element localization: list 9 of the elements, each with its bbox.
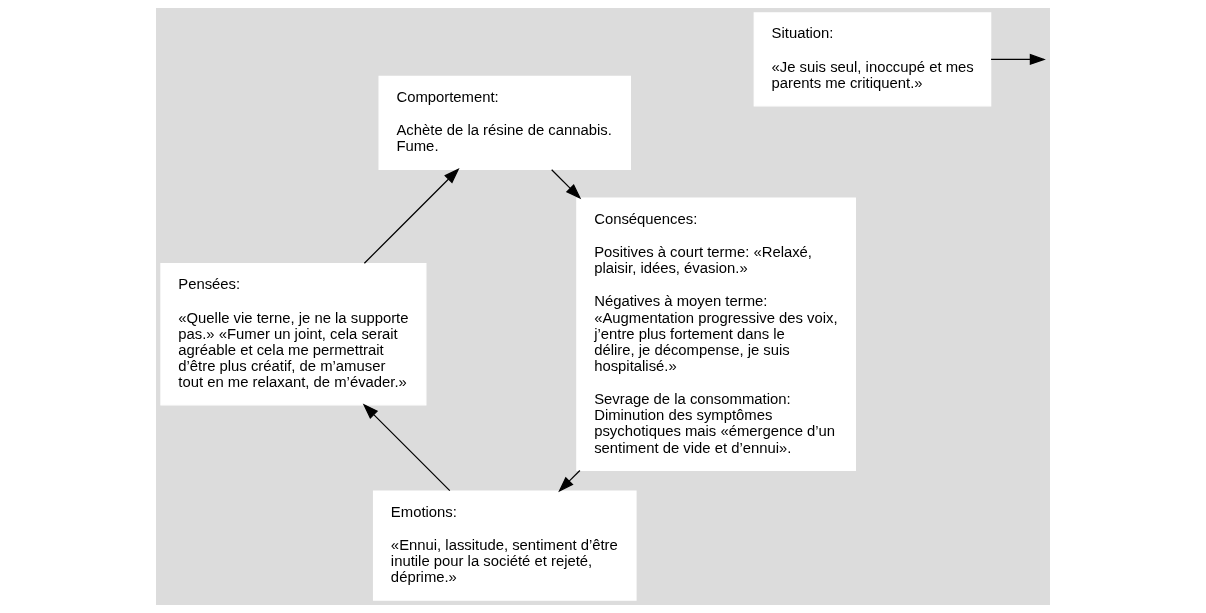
node-box: Pensées: «Quelle vie terne, je ne la supporte pas.» «Fumer un joint, cela serait agréable et cela me permettrait d’être plus créatif, de m’amuser tout en me relaxant, de m’évader.» (160, 263, 427, 406)
arrow (363, 168, 460, 264)
arrow (362, 403, 451, 492)
node-box: Situation: «Je suis seul, inoccupé et mes parents me critiquent.» (753, 12, 992, 107)
node-box: Comportement: Achète de la résine de cannabis. Fume. (378, 75, 632, 170)
node-box: Conséquences: Positives à court terme: «Relaxé, plaisir, idées, évasion.» Négatives à moyen terme: «Augmentation progressive des voix, j’entre plus fortement dans le délire, je décompense, je suis hospitalisé.» Sevrage de la consommation: Diminution des symptômes psychotiques mais «émergence d’un sentiment de vide et d’ennui». (576, 197, 856, 471)
arrow (558, 469, 581, 493)
node-box: Emotions: «Ennui, lassitude, sentiment d’être inutile pour la société et rejeté, déprime.» (372, 490, 637, 601)
arrow (551, 169, 582, 200)
